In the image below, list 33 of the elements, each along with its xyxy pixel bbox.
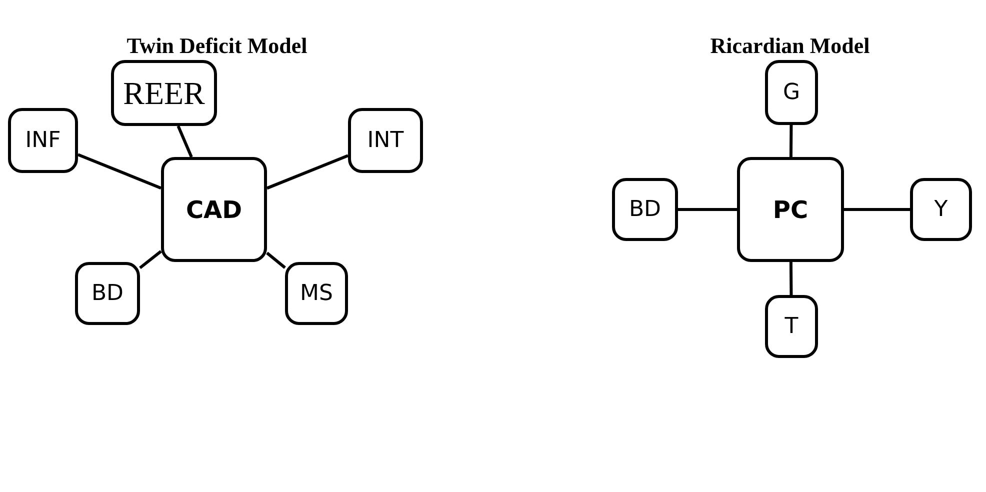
rounded-box bbox=[8, 108, 78, 173]
connector-line bbox=[77, 153, 162, 190]
node-label: MS bbox=[300, 282, 333, 304]
rounded-box bbox=[161, 157, 267, 262]
connector-line bbox=[266, 252, 286, 269]
connector-line bbox=[176, 125, 193, 158]
rounded-box bbox=[348, 108, 423, 173]
diagram-heading: Twin Deficit Model bbox=[126, 32, 308, 60]
node-label: G bbox=[782, 82, 800, 104]
node-label: INF bbox=[25, 130, 61, 152]
node-label: BD bbox=[91, 282, 124, 304]
connector-line bbox=[266, 154, 349, 190]
node-label: INT bbox=[367, 130, 404, 152]
rounded-box bbox=[765, 295, 818, 358]
rounded-box bbox=[111, 60, 217, 126]
rounded-box bbox=[612, 178, 678, 241]
node-label: T bbox=[784, 316, 798, 338]
node-label: BD bbox=[628, 198, 662, 220]
node-label: Y bbox=[934, 198, 948, 220]
connector-line bbox=[139, 250, 162, 270]
connector-line bbox=[789, 262, 793, 296]
connector-line bbox=[844, 208, 910, 211]
connector-line bbox=[789, 124, 793, 158]
diagram-heading: Ricardian Model bbox=[709, 32, 871, 60]
rounded-box bbox=[737, 157, 844, 262]
rounded-box bbox=[765, 60, 818, 125]
node-label: PC bbox=[772, 198, 808, 222]
rounded-box bbox=[75, 262, 140, 325]
node-label: REER bbox=[123, 77, 205, 109]
node-label: CAD bbox=[186, 198, 242, 222]
rounded-box bbox=[285, 262, 348, 325]
connector-line bbox=[678, 208, 737, 211]
rounded-box bbox=[910, 178, 972, 241]
